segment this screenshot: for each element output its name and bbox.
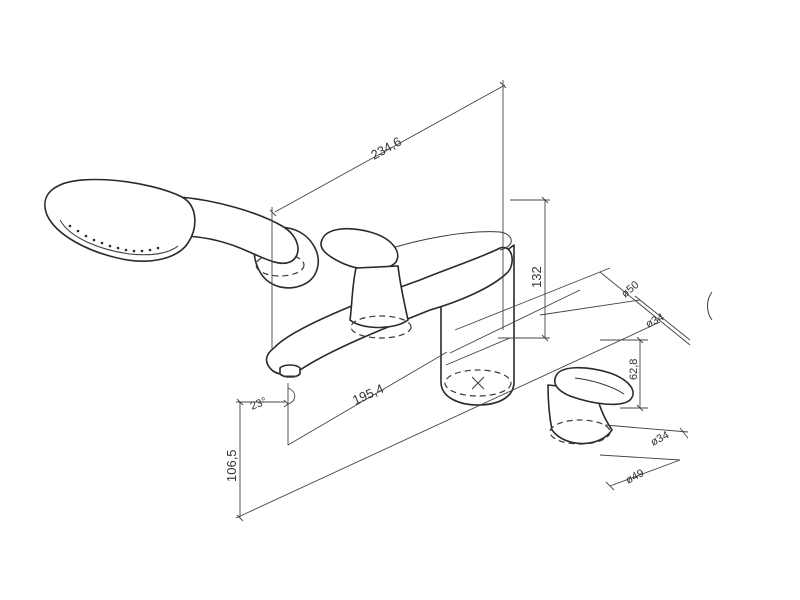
mixer-body [265, 227, 515, 406]
overall-length-label: 234,6 [368, 134, 404, 163]
spout-aerator [279, 364, 301, 378]
handle-base-outline [549, 419, 611, 445]
diverter-lever [320, 227, 399, 271]
shower-face [59, 219, 179, 256]
separate-handle [547, 366, 634, 445]
spout-angle-label: 23° [249, 395, 269, 412]
spout-height-label: 106,5 [224, 449, 239, 482]
body-base-diameter-label: ø50 [619, 279, 641, 300]
spout-reach-label: 195,4 [350, 381, 386, 408]
column-base-outline [444, 369, 512, 397]
dimension-lines [235, 80, 691, 522]
shower-nozzles [68, 224, 160, 253]
shower-handle [179, 196, 299, 265]
spout-top-edge [379, 231, 512, 253]
handle-lever [554, 366, 634, 406]
diverter-stem [349, 265, 409, 329]
edge-fragment [707, 291, 713, 321]
handle-height-label: 62,8 [628, 359, 640, 380]
hand-shower [44, 178, 319, 289]
handle-top-diameter-label: ø34 [649, 429, 671, 449]
mixer-column [440, 244, 515, 406]
handle-base-diameter-label: ø49 [624, 467, 646, 487]
body-top-diameter-label: ø34 [644, 311, 666, 331]
shower-head [44, 178, 196, 262]
column-center-mark [471, 376, 485, 390]
body-height-label: 132 [529, 266, 544, 288]
diverter-base [350, 315, 412, 339]
handle-lever-edge [574, 377, 625, 395]
